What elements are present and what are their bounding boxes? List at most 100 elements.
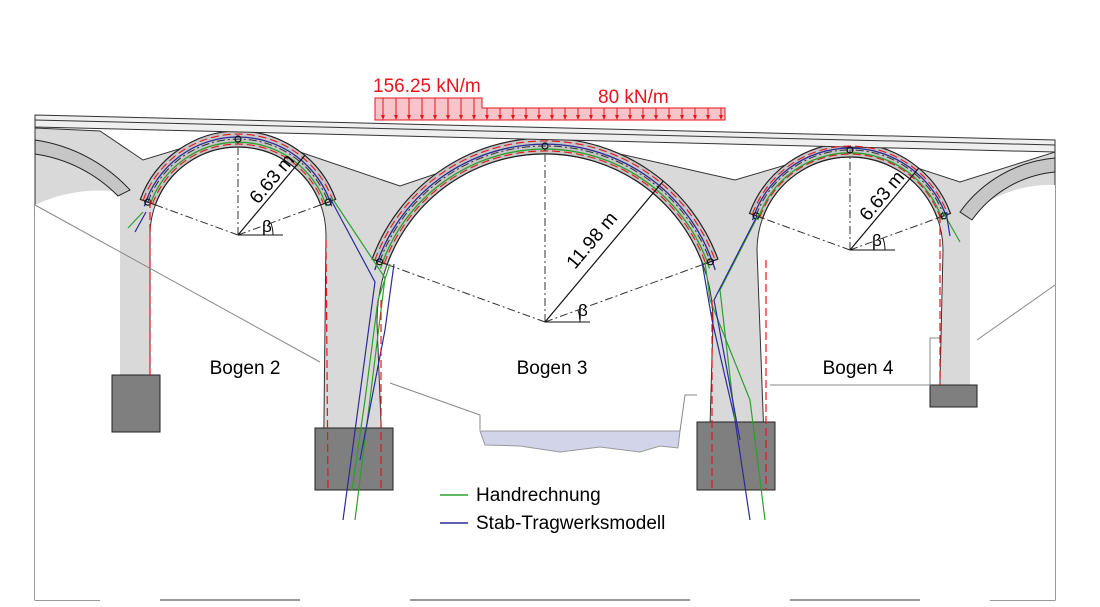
angle-label-bogen-3: β	[578, 301, 588, 320]
thrust-line-model-3	[374, 143, 716, 271]
pier-thrust-line	[719, 213, 760, 421]
load-block	[374, 97, 726, 121]
water	[479, 430, 681, 453]
far-left-opening	[35, 190, 120, 600]
ground-line-far-right	[976, 284, 1056, 341]
load-label-low: 80 kN/m	[598, 87, 669, 108]
load-arrowhead	[654, 115, 658, 120]
arch-ring-5	[959, 157, 1056, 221]
angle-label-bogen-2: β	[262, 217, 272, 236]
ground-line-center-right	[679, 394, 697, 432]
load-arrowhead	[563, 115, 567, 120]
centerline-outer-3	[374, 140, 716, 261]
angle-arc	[270, 222, 274, 236]
load-arrowhead	[680, 115, 684, 120]
thrust-line-model-2	[143, 136, 333, 207]
radius-dimension-line	[237, 154, 306, 236]
foundation-1	[111, 374, 161, 433]
load-arrowhead	[693, 115, 697, 120]
load-arrowhead	[524, 115, 528, 120]
below-pier-3-4	[690, 490, 790, 607]
load-arrowhead	[511, 115, 515, 120]
hinge-point	[846, 146, 854, 154]
pier-thrust-line	[127, 211, 144, 229]
axis-line-4	[755, 149, 945, 216]
load-arrowhead	[550, 115, 554, 120]
angle-ray	[544, 261, 711, 323]
legend-label-handrechnung: Handrechnung	[476, 485, 601, 506]
centerline-inner-2	[151, 143, 325, 205]
arch-label-bogen-4: Bogen 4	[823, 358, 894, 379]
pier-thrust-line	[359, 263, 395, 461]
hinge-point	[541, 142, 549, 150]
thrust-line-model-4	[751, 147, 949, 221]
load-arrowhead	[641, 115, 645, 120]
arch-ring-3	[371, 137, 719, 266]
deck-line	[34, 119, 1056, 146]
angle-ray	[237, 201, 329, 236]
load-arrowhead	[628, 115, 632, 120]
centerline-outer-2	[142, 133, 334, 201]
bridge-deck	[34, 114, 1056, 153]
ground-line-right	[770, 337, 940, 386]
angle-ray	[379, 261, 546, 323]
foundation-3	[696, 421, 776, 491]
arch-label-bogen-3: Bogen 3	[517, 358, 588, 379]
load-arrowhead	[420, 115, 424, 120]
axis-line-3	[379, 145, 711, 262]
arch-label-bogen-2: Bogen 2	[210, 358, 281, 379]
load-arrowhead	[472, 115, 476, 120]
below-right-pier	[920, 407, 990, 607]
far-right-opening	[970, 184, 1055, 600]
load-arrowhead	[459, 115, 463, 120]
load-arrowhead	[615, 115, 619, 120]
angle-arc	[577, 309, 581, 323]
load-arrowhead	[433, 115, 437, 120]
pier-centerline	[325, 239, 329, 491]
load-arrowhead	[602, 115, 606, 120]
foundation-4	[929, 384, 978, 408]
load-label-high: 156.25 kN/m	[373, 76, 481, 97]
load-arrowhead	[576, 115, 580, 120]
radius-dimension-line	[849, 167, 920, 251]
load-arrowhead	[498, 115, 502, 120]
load-arrowhead	[407, 115, 411, 120]
angle-arc	[882, 237, 886, 251]
arch-ring-1	[34, 139, 131, 197]
angle-label-bogen-4: β	[872, 231, 882, 250]
centerline-inner-3	[383, 150, 707, 264]
hinge-point	[706, 258, 714, 266]
load-arrowhead	[719, 115, 723, 120]
angle-ray	[147, 201, 239, 236]
pier-thrust-line	[329, 197, 376, 521]
pier-thrust-line	[713, 215, 758, 441]
legend-label-stab-tragwerksmodell: Stab-Tragwerksmodell	[476, 513, 665, 534]
hinge-point	[144, 198, 152, 206]
ground-line-center-left	[389, 382, 481, 430]
hinge-point	[234, 135, 242, 143]
pier-thrust-line	[351, 263, 391, 491]
load-arrowhead	[589, 115, 593, 120]
load-arrowhead	[381, 115, 385, 120]
load-arrowhead	[485, 115, 489, 120]
load-arrowhead	[537, 115, 541, 120]
load-arrowhead	[706, 115, 710, 120]
centerline-outer-4	[751, 145, 949, 215]
below-pier-2-3	[300, 490, 410, 607]
hinge-point	[376, 258, 384, 266]
load-arrowhead	[667, 115, 671, 120]
load-arrowhead	[446, 115, 450, 120]
angle-ray	[849, 215, 945, 251]
pier-thrust-line	[701, 261, 751, 521]
pier-thrust-line	[945, 211, 951, 237]
angle-ray	[755, 215, 851, 251]
axis-line-2	[147, 138, 329, 203]
ground-line-left	[34, 204, 321, 363]
load-arrowhead	[394, 115, 398, 120]
hinge-point	[324, 198, 332, 206]
pier-thrust-line	[942, 211, 961, 243]
radius-dimension-line	[544, 180, 664, 323]
pier-thrust-line	[704, 261, 766, 521]
